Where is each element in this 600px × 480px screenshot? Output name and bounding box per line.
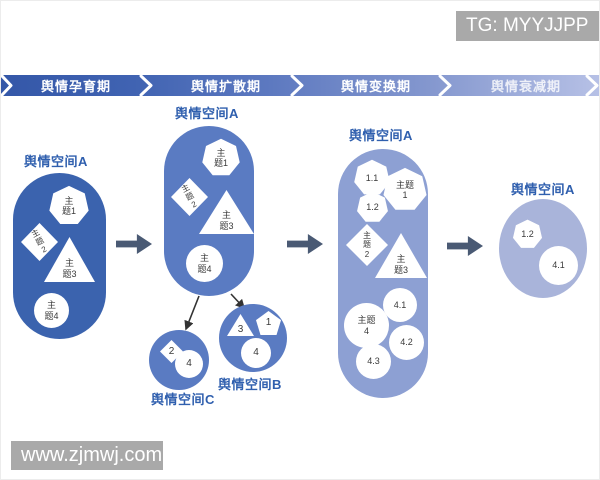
phase-decay: 舆情衰减期 — [490, 79, 561, 94]
stage1-to-stage2-arrow-icon — [116, 234, 152, 254]
space-a-label-stage3: 舆情空间A — [349, 128, 413, 143]
site-watermark-badge: www.zjmwj.com — [11, 441, 163, 470]
space-a-label-stage1: 舆情空间A — [24, 154, 88, 169]
topic-4-circle: 4 — [241, 338, 271, 368]
phase-diffusion: 舆情扩散期 — [190, 79, 261, 94]
topic-1-heptagon: 主 题1 — [202, 138, 240, 176]
topic-4-circle: 主 题4 — [34, 293, 69, 328]
subtopic-4-3-circle: 4.3 — [356, 344, 391, 379]
tg-watermark-badge: TG: MYYJJPP — [456, 11, 599, 41]
tg-watermark-text: TG: MYYJJPP — [466, 15, 589, 36]
phase-transformation: 舆情变换期 — [340, 79, 411, 94]
space-c-label: 舆情空间C — [151, 392, 215, 407]
topic-4-circle: 4 — [175, 350, 203, 378]
subtopic-4-1-circle: 4.1 — [539, 246, 578, 285]
subtopic-1-2-heptagon: 1.2 — [357, 191, 388, 222]
phase-timeline-banner: 舆情孕育期 舆情扩散期 舆情变换期 舆情衰减期 — [1, 75, 599, 96]
space-a-label-stage4: 舆情空间A — [511, 182, 575, 197]
topic-1-heptagon: 主 题1 — [49, 185, 89, 225]
topic-4-circle: 主题 4 — [344, 303, 389, 348]
subtopic-1-2-heptagon: 1.2 — [512, 219, 543, 248]
subtopic-1-1-heptagon: 1.1 — [354, 159, 390, 195]
space-b-label: 舆情空间B — [218, 377, 282, 392]
chevron-separator-icons — [1, 75, 599, 96]
phase-incubation: 舆情孕育期 — [40, 79, 111, 94]
space-a-label-stage2: 舆情空间A — [175, 106, 239, 121]
subtopic-4-2-circle: 4.2 — [389, 325, 424, 360]
site-watermark-text: www.zjmwj.com — [21, 444, 163, 466]
phase-list: 舆情孕育期 舆情扩散期 舆情变换期 舆情衰减期 — [1, 75, 599, 96]
subtopic-4-1-circle: 4.1 — [383, 288, 417, 322]
opinion-space-a-stage4 — [499, 199, 587, 298]
stage2-to-stage3-arrow-icon — [287, 234, 323, 254]
topic-1-heptagon: 主题 1 — [383, 167, 427, 210]
stage3-to-stage4-arrow-icon — [447, 236, 483, 256]
topic-4-circle: 主 题4 — [186, 245, 223, 282]
